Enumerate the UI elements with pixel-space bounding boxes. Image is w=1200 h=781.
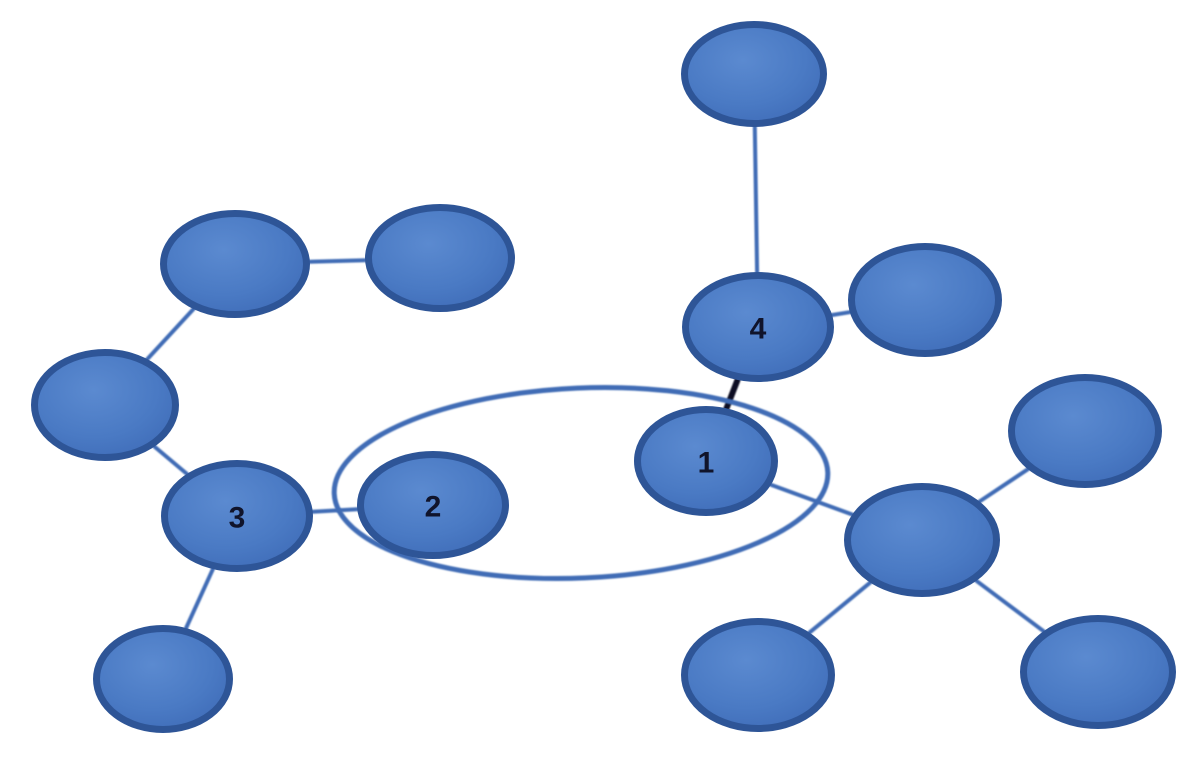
- node-ellipse[interactable]: [634, 406, 778, 516]
- graph-node[interactable]: [844, 483, 1000, 597]
- node-ellipse[interactable]: [844, 483, 1000, 597]
- node-ellipse[interactable]: [1008, 374, 1162, 488]
- node-ellipse[interactable]: [160, 210, 310, 318]
- graph-edge: [752, 125, 760, 274]
- graph-edge: [768, 482, 855, 517]
- node-ellipse[interactable]: [681, 618, 835, 732]
- node-ellipse[interactable]: [682, 272, 834, 382]
- graph-node[interactable]: [93, 625, 233, 733]
- graph-node-2[interactable]: 2: [357, 451, 509, 559]
- graph-node[interactable]: [1020, 615, 1176, 729]
- edges-layer: [145, 125, 1046, 635]
- graph-node[interactable]: [681, 21, 827, 127]
- graph-node-1[interactable]: 1: [634, 406, 778, 516]
- graph-edge: [152, 444, 189, 476]
- node-label: 3: [229, 502, 246, 535]
- node-ellipse[interactable]: [1020, 615, 1176, 729]
- graph-node[interactable]: [160, 210, 310, 318]
- node-ellipse[interactable]: [93, 625, 233, 733]
- node-ellipse[interactable]: [31, 349, 179, 461]
- graph-node[interactable]: [848, 243, 1002, 357]
- nodes-layer: 1 2 3 4: [31, 21, 1176, 733]
- node-ellipse[interactable]: [357, 451, 509, 559]
- graph-edge: [977, 467, 1030, 504]
- graph-node[interactable]: [1008, 374, 1162, 488]
- node-ellipse[interactable]: [848, 243, 1002, 357]
- graph-edge: [184, 567, 215, 630]
- graph-edge: [310, 507, 360, 514]
- node-ellipse[interactable]: [681, 21, 827, 127]
- graph-node[interactable]: [31, 349, 179, 461]
- node-ellipse[interactable]: [365, 204, 515, 312]
- node-label: 2: [425, 491, 442, 524]
- community-group-outline: [331, 384, 831, 582]
- graph-edge: [807, 580, 873, 635]
- graph-node[interactable]: [365, 204, 515, 312]
- node-label: 1: [698, 447, 715, 480]
- graph-edge: [974, 578, 1046, 634]
- node-label: 4: [750, 313, 767, 346]
- graph-edge: [830, 310, 852, 317]
- graph-edge: [145, 307, 196, 362]
- graph-node-3[interactable]: 3: [161, 460, 313, 572]
- graph-node[interactable]: [681, 618, 835, 732]
- graph-node-4[interactable]: 4: [682, 272, 834, 382]
- graph-edge: [307, 258, 368, 264]
- group-outline-layer: [331, 384, 831, 582]
- node-ellipse[interactable]: [161, 460, 313, 572]
